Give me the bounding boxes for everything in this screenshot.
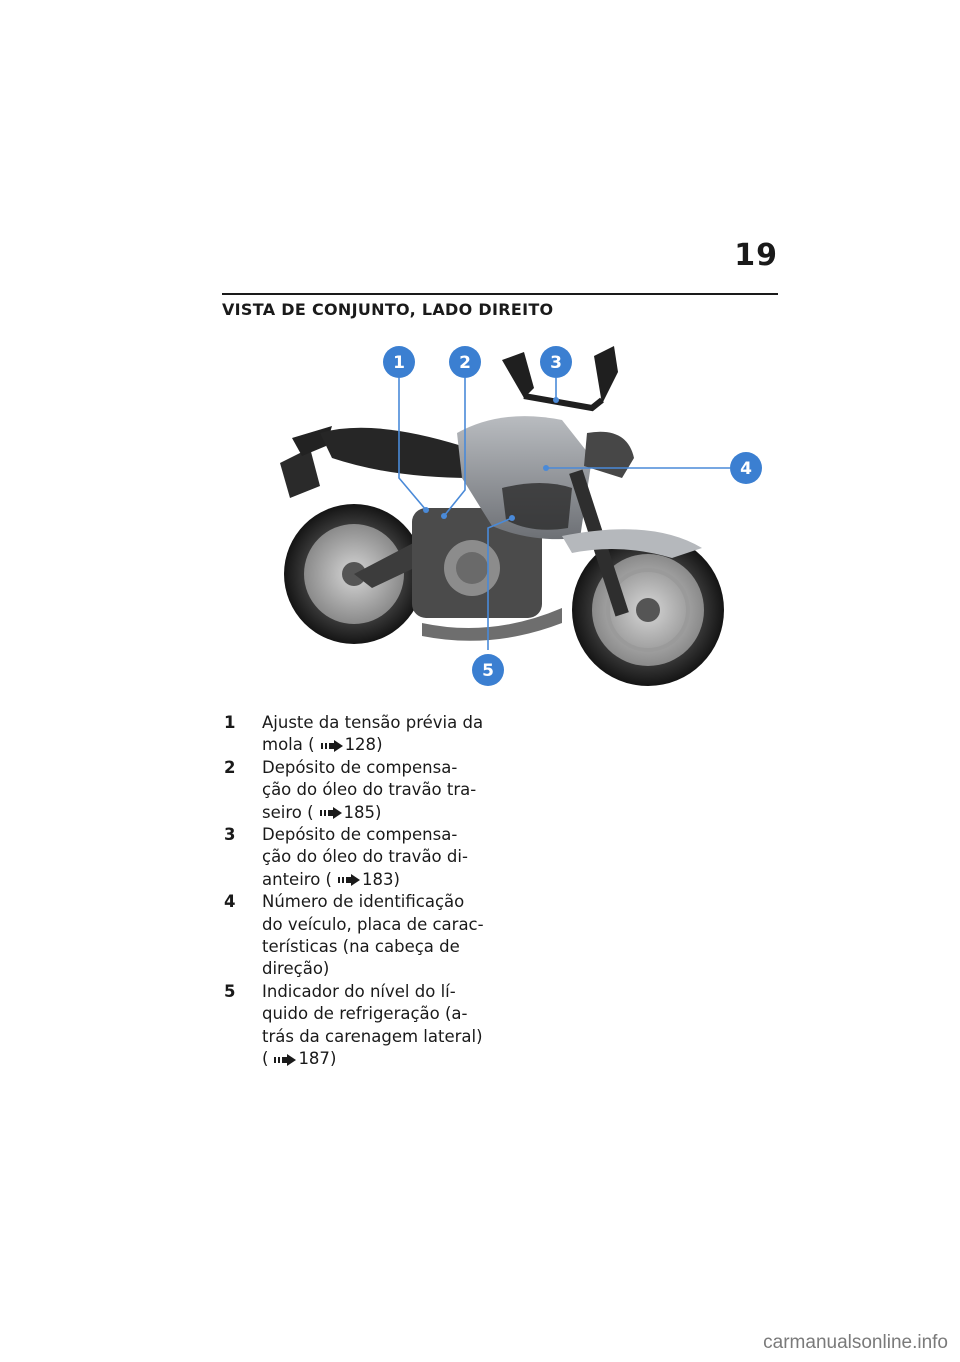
callout-label: 3 [550, 353, 562, 373]
page-reference[interactable]: (128) [302, 735, 383, 755]
callout-2: 2 [449, 346, 481, 378]
legend-line: seiro (185) [262, 802, 514, 824]
legend-number: 1 [224, 713, 236, 732]
callout-3: 3 [540, 346, 572, 378]
callout-label: 4 [740, 459, 752, 479]
legend-text: Depósito de compensa-ção do óleo do trav… [262, 757, 514, 824]
legend-line: (187) [262, 1048, 514, 1070]
callout-5: 5 [472, 654, 504, 686]
arrow-right-icon [274, 1053, 297, 1066]
legend-line: direção) [262, 958, 514, 980]
legend-line-text: Depósito de compensa- [262, 825, 458, 845]
callout-1: 1 [383, 346, 415, 378]
callout-label: 1 [393, 353, 405, 373]
engine [412, 508, 562, 641]
legend-item: 3 Depósito de compensa-ção do óleo do tra… [224, 824, 514, 891]
license-plate-holder [280, 448, 320, 498]
legend-text: Ajuste da tensão prévia da mola (128) [262, 712, 514, 757]
legend-line-text: Ajuste da tensão prévia da [262, 713, 484, 732]
leader-endpoints [423, 397, 559, 521]
mirror-right [594, 346, 618, 404]
callout-label: 2 [459, 353, 471, 373]
legend-text: Depósito de compensa-ção do óleo do trav… [262, 824, 514, 891]
legend-line: anteiro (183) [262, 869, 514, 891]
legend-line-text: anteiro [262, 869, 321, 889]
legend-number: 2 [224, 757, 236, 777]
handlebar [523, 393, 604, 412]
arrow-right-icon [319, 807, 342, 820]
legend-item: 5 Indicador do nível do lí-quido de refri… [224, 981, 514, 1071]
legend-line: quido de refrigeração (a- [262, 1003, 514, 1025]
page-reference-number: 128 [344, 735, 377, 755]
legend-line: ção do óleo do travão di- [262, 846, 514, 868]
legend-item: 2 Depósito de compensa-ção do óleo do tra… [224, 757, 514, 824]
legend-text: Indicador do nível do lí-quido de refrig… [262, 981, 514, 1071]
legend-line: Ajuste da tensão prévia da [262, 712, 514, 734]
headlight [584, 431, 634, 478]
legend-line-text: Número de identificação [262, 892, 465, 912]
legend-line: ção do óleo do travão tra- [262, 779, 514, 801]
legend-line: Depósito de compensa- [262, 824, 514, 846]
legend-line-text: seiro [262, 802, 302, 822]
legend-line: Indicador do nível do lí- [262, 981, 514, 1003]
legend-line-text: do veículo, placa de carac- [262, 914, 484, 934]
legend-line-text: trás da carenagem lateral) [262, 1026, 483, 1046]
page-reference-number: 185 [343, 802, 376, 822]
callout-4: 4 [730, 452, 762, 484]
legend-line-text: ção do óleo do travão di- [262, 847, 468, 867]
legend-line-text: Indicador do nível do lí- [262, 981, 456, 1001]
page-reference-number: 183 [361, 869, 394, 889]
page-reference-number: 187 [298, 1049, 330, 1069]
legend-number: 5 [224, 981, 236, 1001]
legend-line-text: terísticas (na cabeça de [262, 937, 460, 957]
seat [320, 427, 472, 478]
page-reference[interactable]: (185) [301, 802, 382, 822]
section-title: VISTA DE CONJUNTO, LADO DIREITO [222, 300, 554, 319]
legend-number: 3 [224, 825, 236, 845]
legend-line-text: direção) [262, 959, 330, 979]
leader-lines [398, 378, 730, 650]
page-reference[interactable]: (183) [320, 869, 400, 889]
mirror-left [502, 352, 534, 398]
page-reference[interactable]: (187) [262, 1049, 337, 1069]
legend-line-text: mola [262, 735, 303, 755]
front-wheel [572, 534, 724, 686]
legend-line-text: Depósito de compensa- [262, 757, 458, 777]
legend-line-text: ção do óleo do travão tra- [262, 780, 477, 800]
motorcycle-figure: 1 2 3 4 5 [280, 346, 762, 686]
legend-line: do veículo, placa de carac- [262, 914, 514, 936]
watermark: carmanualsonline.info [763, 1332, 948, 1353]
legend-line: Depósito de compensa- [262, 757, 514, 779]
arrow-right-icon [337, 874, 360, 887]
callout-label: 5 [482, 661, 494, 681]
legend-item: 1 Ajuste da tensão prévia da mola (128) [224, 712, 514, 757]
legend-line: Número de identificação [262, 891, 514, 913]
legend-line: trás da carenagem lateral) [262, 1026, 514, 1048]
legend-line: mola (128) [262, 734, 514, 756]
legend-line-text: quido de refrigeração (a- [262, 1004, 468, 1024]
header-rule [222, 293, 778, 295]
legend-line: terísticas (na cabeça de [262, 936, 514, 958]
page-number: 19 [734, 238, 778, 273]
legend-number: 4 [224, 892, 236, 912]
arrow-right-icon [320, 739, 343, 752]
